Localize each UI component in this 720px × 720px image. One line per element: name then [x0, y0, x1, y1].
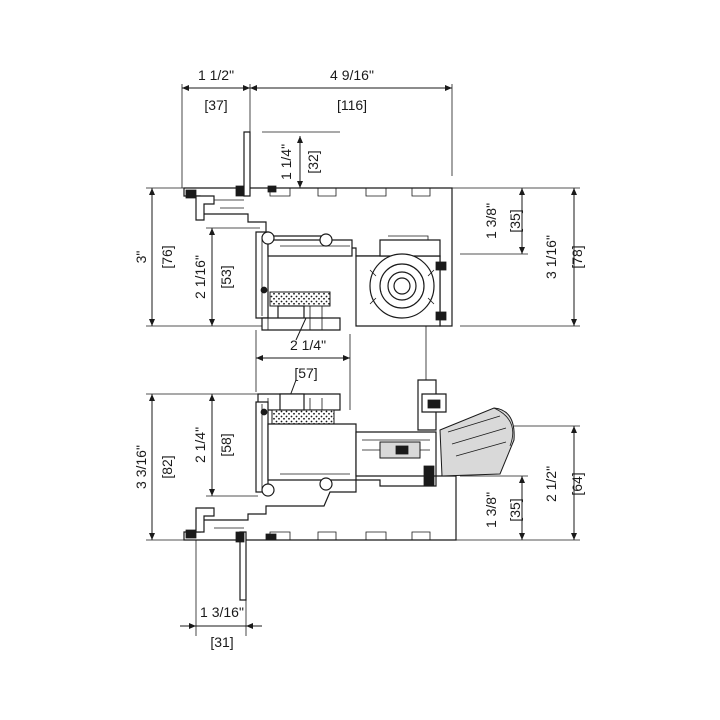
- sill-inner-metric: [58]: [218, 433, 234, 456]
- top-flange-dimension: 1 1/4" [32]: [262, 131, 340, 188]
- top-left-width-metric: [37]: [204, 97, 227, 113]
- top-width-dimensions: 1 1/2" [37] 4 9/16" [116]: [181, 67, 453, 188]
- head-right-total-metric: [78]: [569, 245, 585, 268]
- sill-right-small-metric: [35]: [507, 498, 523, 521]
- sill-right-total-imperial: 2 1/2": [543, 466, 559, 502]
- sill-profile: [183, 379, 515, 601]
- mid-width-dimension: 2 1/4" [57]: [255, 317, 351, 410]
- sill-left-dimensions: 3 3/16" [82] 2 1/4" [58]: [133, 393, 258, 541]
- head-height-metric: [76]: [159, 245, 175, 268]
- head-right-total-imperial: 3 1/16": [543, 235, 559, 279]
- head-inner-imperial: 2 1/16": [192, 255, 208, 299]
- sill-inner-imperial: 2 1/4": [192, 427, 208, 463]
- sill-right-dimensions: 1 3/8" [35] 2 1/2" [64]: [456, 425, 585, 541]
- head-profile: [183, 131, 453, 331]
- top-left-width-imperial: 1 1/2": [198, 67, 234, 83]
- sill-height-imperial: 3 3/16": [133, 445, 149, 489]
- mid-width-imperial: 2 1/4": [290, 337, 326, 353]
- top-flange-metric: [32]: [305, 150, 321, 173]
- head-height-imperial: 3": [133, 251, 149, 264]
- bottom-width-imperial: 1 3/16": [200, 604, 244, 620]
- head-inner-metric: [53]: [218, 265, 234, 288]
- top-right-width-metric: [116]: [337, 97, 367, 113]
- sill-right-small-imperial: 1 3/8": [483, 492, 499, 528]
- head-right-small-imperial: 1 3/8": [483, 203, 499, 239]
- sill-right-total-metric: [64]: [569, 472, 585, 495]
- sill-height-metric: [82]: [159, 455, 175, 478]
- bottom-width-metric: [31]: [210, 634, 233, 650]
- top-flange-imperial: 1 1/4": [278, 144, 294, 180]
- bottom-width-dimension: 1 3/16" [31]: [180, 540, 262, 650]
- head-right-small-metric: [35]: [507, 209, 523, 232]
- head-right-dimensions: 1 3/8" [35] 3 1/16" [78]: [452, 187, 585, 327]
- mid-width-metric: [57]: [294, 365, 317, 381]
- head-left-dimensions: 3" [76] 2 1/16" [53]: [133, 187, 262, 327]
- top-right-width-imperial: 4 9/16": [330, 67, 374, 83]
